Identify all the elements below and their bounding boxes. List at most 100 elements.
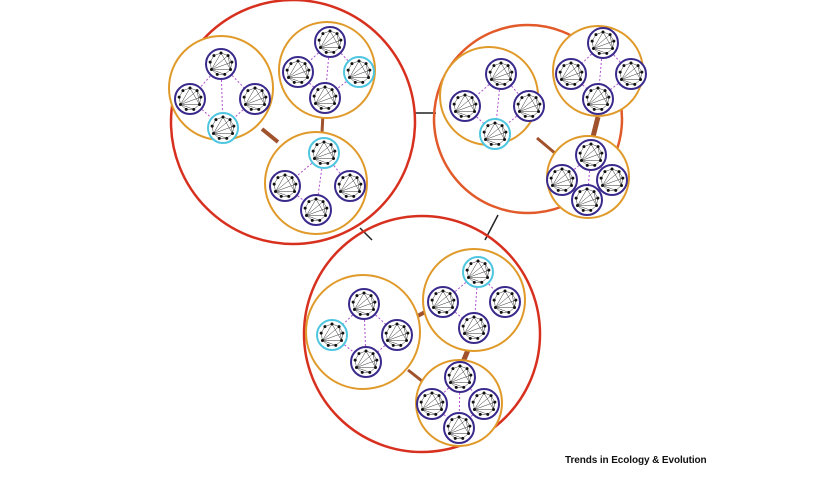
node-edge [211,69,225,75]
node-edge [433,293,451,308]
species-node [471,400,475,404]
node-edge [349,174,360,192]
species-node [337,182,341,186]
node-edge [349,77,363,83]
node-edge [356,350,367,368]
supergroups [168,0,647,454]
species-node [463,93,467,97]
species-node [341,176,345,180]
node-edge [213,125,234,134]
node-edge [495,290,506,308]
node-edge [213,133,227,139]
node-edge [314,141,325,159]
species-node [620,184,624,187]
supergroup-ring [432,23,624,215]
node-edge [468,277,482,283]
species-node [263,103,267,106]
species-node [434,412,438,416]
species-node [531,114,535,118]
species-node [399,343,403,347]
node-edge [314,158,328,164]
species-node [357,352,361,356]
group-ring [305,274,421,390]
species-node [440,408,444,411]
species-node [468,336,472,340]
node-edge [464,316,475,334]
species-node [199,95,203,99]
species-node [226,54,230,58]
group [546,135,630,219]
species-node [232,124,236,128]
species-node [509,78,513,81]
node-edge [491,65,509,80]
species-node [614,188,618,192]
module [575,139,607,171]
node-edge [449,425,470,434]
supergroup-left [168,0,417,246]
node-edge [180,90,198,105]
node-edge [330,144,334,159]
node-edge [354,301,375,310]
node-edge [495,307,509,313]
species-node [346,68,350,72]
module [458,312,490,344]
node-edge [196,90,200,105]
species-node [354,366,358,369]
species-node [344,194,348,198]
node-edge [581,152,602,161]
species-node [229,68,233,71]
species-node [307,200,311,204]
node-edge [245,104,259,110]
node-edge [602,168,613,186]
species-node [550,184,554,187]
species-node [276,176,280,180]
species-node [307,68,311,72]
module [343,56,375,88]
species-node [332,50,336,54]
supergroup-bottom [302,214,542,454]
species-node [603,170,607,174]
species-node [619,78,623,81]
node-edge [433,299,454,308]
species-node [461,436,465,440]
species-node [317,38,321,42]
node-edge [340,174,351,192]
species-node [500,124,504,128]
node-edge [588,87,599,105]
module [555,58,587,90]
species-node [567,170,571,174]
node-edge [581,146,599,161]
species-node [593,163,597,167]
node-edge [213,116,224,134]
species-node [636,64,640,68]
species-node [405,339,409,342]
node-edge [365,350,376,368]
species-node [483,324,487,328]
module-link [597,73,632,100]
species-node [316,88,320,92]
species-node [448,381,452,384]
species-node [264,95,268,99]
species-node [246,89,250,93]
species-node [242,95,246,99]
node-edge [519,94,530,112]
module-link [323,152,351,187]
node-edge [349,60,360,78]
module [282,56,314,88]
module [314,26,346,58]
species-node [353,80,357,84]
module-link [500,73,530,107]
species-node [493,121,497,125]
species-node [578,151,582,155]
species-node [294,182,298,186]
module [546,164,578,196]
node-edge [450,365,461,383]
species-node [495,82,499,86]
species-node [351,300,355,304]
node-edge [577,65,581,80]
species-node [560,167,564,171]
node-edge [621,65,639,80]
species-node [318,46,322,49]
module [300,194,332,226]
